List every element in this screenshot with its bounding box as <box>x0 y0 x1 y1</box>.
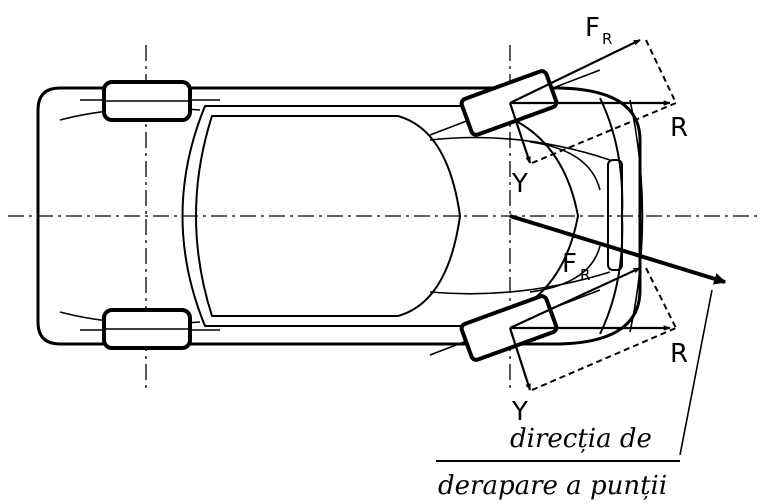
label-fr-bottom: F <box>562 249 577 279</box>
caption-leader-line <box>679 289 713 456</box>
front-fender-line-bottom <box>429 271 611 295</box>
caption-line-2: derapare a punții <box>438 471 667 501</box>
parallelogram-bottom-b <box>531 327 677 391</box>
bottom-force-vectors <box>508 267 677 391</box>
caption-line-1: direcția de <box>510 424 652 454</box>
label-r-bottom: R <box>670 339 688 369</box>
rear-wheels <box>80 80 220 350</box>
y-vector-top <box>508 102 532 164</box>
label-y-bottom: Y <box>511 397 528 427</box>
top-force-vectors <box>508 39 677 164</box>
front-bumper-curve <box>629 99 644 333</box>
front-fender-line-top <box>429 136 611 161</box>
label-y-top: Y <box>511 169 528 199</box>
roof-outline <box>195 115 462 317</box>
vector-labels: F R R Y F R R Y <box>511 13 688 427</box>
label-fr-top-subscript: R <box>602 30 612 48</box>
hood-vent <box>607 159 623 271</box>
label-fr-top: F <box>585 13 600 43</box>
label-r-top: R <box>670 113 688 143</box>
y-vector-bottom <box>508 327 532 391</box>
fr-vector-top <box>509 39 641 104</box>
car-outline <box>36 86 642 346</box>
parallelogram-top-a <box>645 39 677 104</box>
parallelogram-top-b <box>531 102 677 164</box>
hood-line-bottom <box>529 245 601 293</box>
skid-caption: direcția de derapare a punții <box>436 424 680 501</box>
hood-line-top <box>529 141 601 191</box>
car-body <box>36 86 644 346</box>
label-fr-bottom-subscript: R <box>580 266 590 284</box>
parallelogram-bottom-a <box>645 267 677 329</box>
skid-direction-vector <box>509 214 727 285</box>
fr-vector-bottom <box>509 267 641 329</box>
axis-lines <box>8 45 760 390</box>
